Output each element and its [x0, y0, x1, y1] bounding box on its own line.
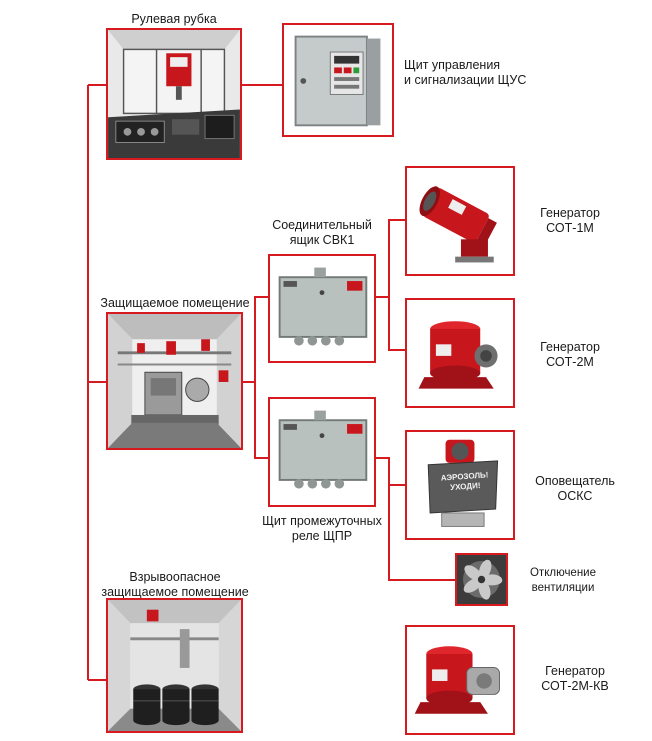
explosive-room-scene — [106, 598, 243, 733]
sot2mkv-label: Генератор СОТ-2М-КВ — [515, 664, 635, 694]
sot2mkv-label-line1: Генератор — [545, 664, 605, 678]
sot2mkv-box — [405, 625, 515, 735]
wire-shchpr-oskc — [376, 457, 405, 486]
shchpr-label-line1: Щит промежуточных — [262, 514, 382, 528]
junction-box-icon — [270, 256, 374, 361]
sot2m-label: Генератор СОТ-2М — [520, 340, 620, 370]
svk1-box — [268, 254, 376, 363]
siren-icon — [407, 432, 513, 538]
wire-svk1-sot2m — [388, 297, 405, 351]
explosive-room-label-line2: защищаемое помещение — [101, 585, 249, 599]
svk1-label-line1: Соединительный — [272, 218, 372, 232]
wire-room-shchpr — [254, 382, 268, 459]
engine-room-scene-icon — [108, 314, 241, 448]
wire-svk1-sot1m — [376, 219, 405, 298]
oskc-label-line2: ОСКС — [557, 489, 593, 503]
junction-box-icon — [270, 399, 374, 505]
sot2m-label-line2: СОТ-2М — [546, 355, 594, 369]
oskc-label: Оповещатель ОСКС — [515, 474, 635, 504]
fan-icon — [457, 555, 506, 604]
wire-room-svk1 — [243, 296, 268, 383]
sot2mkv-label-line2: СОТ-2М-КВ — [541, 679, 609, 693]
protected-room-scene — [106, 312, 243, 450]
protected-room-label: Защищаемое помещение — [100, 296, 250, 310]
wheelhouse-scene-icon — [108, 30, 240, 158]
oskc-box: АЭРОЗОЛЬ! УХОДИ! — [405, 430, 515, 540]
shchus-panel-box — [282, 23, 394, 137]
shchpr-label-line2: реле ЩПР — [291, 529, 353, 543]
aerosol-generator-icon — [407, 300, 513, 406]
oskc-label-line1: Оповещатель — [535, 474, 615, 488]
wire-shchpr-vent — [388, 485, 455, 581]
aerosol-generator-icon — [407, 627, 513, 733]
explosive-room-label-line1: Взрывоопасное — [129, 570, 221, 584]
shchus-label-line1: Щит управления — [404, 58, 501, 72]
sot1m-label: Генератор СОТ-1М — [520, 206, 620, 236]
barrel-room-scene-icon — [108, 600, 241, 731]
sot1m-label-line2: СОТ-1М — [546, 221, 594, 235]
shchpr-box — [268, 397, 376, 507]
sot2m-box — [405, 298, 515, 408]
shchus-label: Щит управления и сигнализации ЩУС — [404, 58, 554, 88]
vent-label: Отключение вентиляции — [508, 566, 618, 596]
vent-label-line1: Отключение — [529, 567, 596, 579]
sot2m-label-line1: Генератор — [540, 340, 600, 354]
shchpr-label: Щит промежуточных реле ЩПР — [250, 514, 394, 544]
shchus-label-line2: и сигнализации ЩУС — [404, 73, 527, 87]
sot1m-box — [405, 166, 515, 276]
svk1-label: Соединительный ящик СВК1 — [250, 218, 394, 248]
wheelhouse-label: Рулевая рубка — [131, 12, 217, 26]
sot1m-label-line1: Генератор — [540, 206, 600, 220]
oskc-sign-text: АЭРОЗОЛЬ! УХОДИ! — [434, 470, 495, 494]
explosive-room-label: Взрывоопасное защищаемое помещение — [100, 570, 250, 600]
wheelhouse-scene — [106, 28, 242, 160]
control-panel-cabinet-icon — [284, 25, 392, 135]
vent-box — [455, 553, 508, 606]
vent-label-line2: вентиляции — [531, 582, 595, 594]
svk1-label-line2: ящик СВК1 — [289, 233, 355, 247]
aerosol-generator-icon — [407, 168, 513, 274]
